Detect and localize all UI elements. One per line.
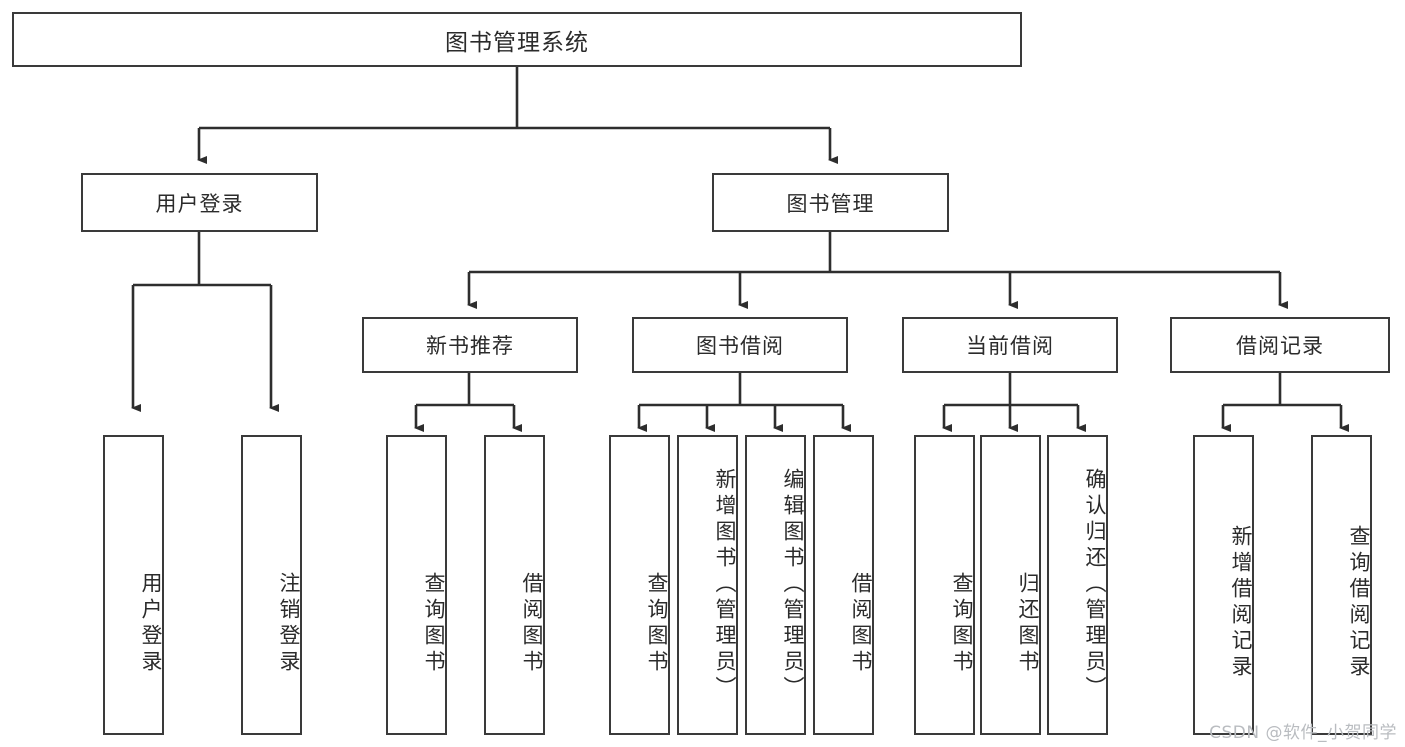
node-label: 用户登录: [155, 191, 244, 216]
node-label: 确认归还（管理员）: [1083, 468, 1107, 702]
node-label: 新增图书（管理员）: [713, 468, 737, 702]
node-new-book-recommend[interactable]: 新书推荐: [362, 317, 578, 373]
node-book-borrow[interactable]: 图书借阅: [632, 317, 848, 373]
leaf-borrow-record-query-record[interactable]: 查询借阅记录: [1311, 435, 1372, 735]
node-label: 借阅图书: [849, 572, 873, 676]
leaf-borrow-record-add-record[interactable]: 新增借阅记录: [1193, 435, 1254, 735]
node-label: 当前借阅: [966, 334, 1054, 358]
node-label: 用户登录: [139, 572, 163, 676]
leaf-current-borrow-return-book[interactable]: 归还图书: [980, 435, 1041, 735]
node-label: 查询图书: [950, 572, 974, 676]
node-borrow-record[interactable]: 借阅记录: [1170, 317, 1390, 373]
node-root-book-management-system[interactable]: 图书管理系统: [12, 12, 1022, 67]
leaf-book-borrow-add-book-admin[interactable]: 新增图书（管理员）: [677, 435, 738, 735]
node-label: 新增借阅记录: [1229, 525, 1253, 681]
leaf-book-borrow-query-book[interactable]: 查询图书: [609, 435, 670, 735]
leaf-new-book-borrow-book[interactable]: 借阅图书: [484, 435, 545, 735]
node-label: 归还图书: [1016, 572, 1040, 676]
node-label: 图书管理系统: [445, 29, 589, 56]
node-label: 注销登录: [277, 572, 301, 676]
node-label: 编辑图书（管理员）: [781, 468, 805, 702]
node-label: 查询图书: [645, 572, 669, 676]
leaf-new-book-query-book[interactable]: 查询图书: [386, 435, 447, 735]
leaf-current-borrow-query-book[interactable]: 查询图书: [914, 435, 975, 735]
csdn-watermark: CSDN @软件_小贺同学: [1209, 723, 1397, 743]
node-label: 新书推荐: [426, 334, 514, 358]
node-label: 借阅记录: [1236, 334, 1324, 358]
leaf-book-borrow-edit-book-admin[interactable]: 编辑图书（管理员）: [745, 435, 806, 735]
node-user-login[interactable]: 用户登录: [81, 173, 318, 232]
node-label: 查询借阅记录: [1347, 525, 1371, 681]
node-current-borrow[interactable]: 当前借阅: [902, 317, 1118, 373]
leaf-user-login-logout[interactable]: 注销登录: [241, 435, 302, 735]
node-label: 图书管理: [786, 191, 875, 216]
leaf-book-borrow-borrow-book[interactable]: 借阅图书: [813, 435, 874, 735]
node-label: 借阅图书: [520, 572, 544, 676]
node-book-management[interactable]: 图书管理: [712, 173, 949, 232]
node-label: 查询图书: [422, 572, 446, 676]
leaf-current-borrow-confirm-return-admin[interactable]: 确认归还（管理员）: [1047, 435, 1108, 735]
node-label: 图书借阅: [696, 334, 784, 358]
leaf-user-login-login[interactable]: 用户登录: [103, 435, 164, 735]
